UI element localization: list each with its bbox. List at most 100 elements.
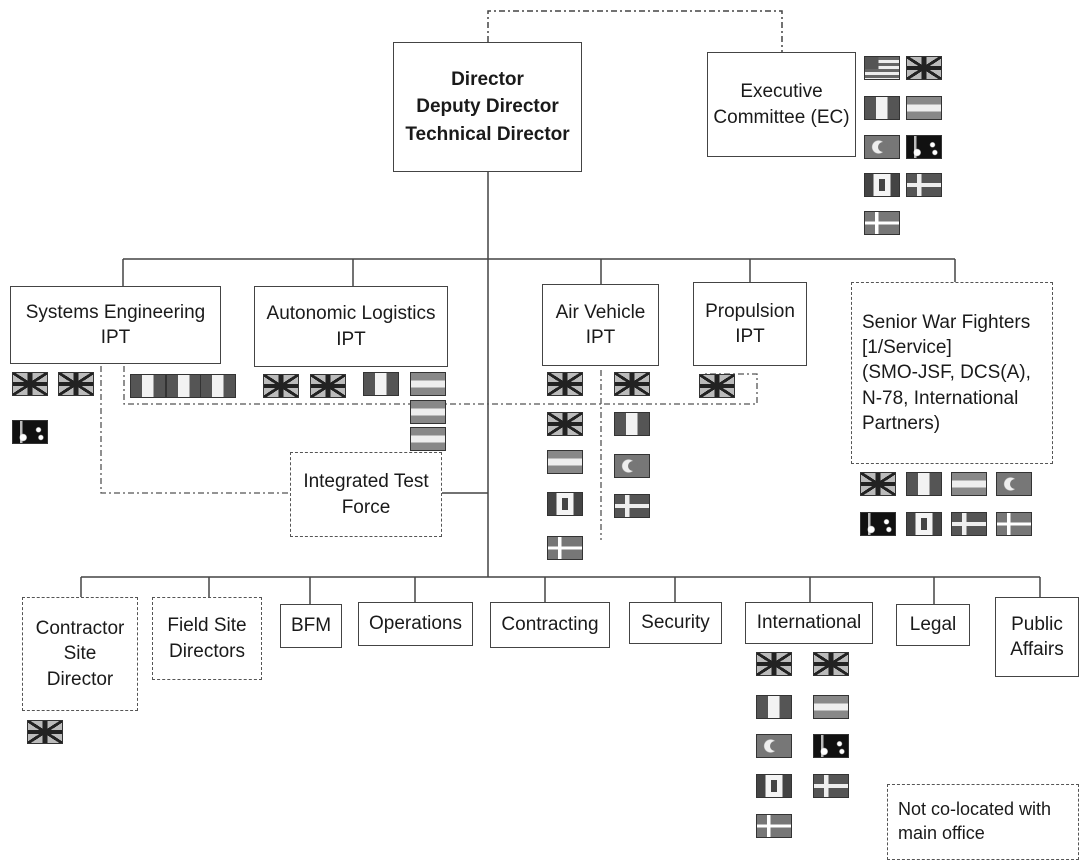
se-label-line-1: Systems Engineering (25, 301, 206, 323)
legend-line-2: main office (898, 823, 985, 843)
uk-flag-icon (614, 372, 650, 396)
senior-war-fighters-box: Senior War Fighters [1/Service] (SMO-JSF… (851, 282, 1053, 464)
us-flag-icon (864, 56, 900, 80)
uk-flag-icon (263, 374, 299, 398)
netherlands-flag-icon (410, 427, 446, 451)
pa-label-line-1: Public (1011, 613, 1063, 635)
swf-label-line-2: [1/Service] (862, 337, 952, 359)
contracting-label: Contracting (501, 614, 599, 636)
international-label: International (756, 612, 862, 634)
uk-flag-icon (547, 412, 583, 436)
australia-flag-icon (12, 420, 48, 444)
uk-flag-icon (906, 56, 942, 80)
norway-flag-icon (906, 173, 942, 197)
legend-not-co-located: Not co-located with main office (887, 784, 1079, 860)
field-site-directors-box: Field Site Directors (152, 597, 262, 680)
operations-label: Operations (369, 613, 462, 635)
australia-flag-icon (906, 135, 942, 159)
denmark-flag-icon (756, 814, 792, 838)
italy-flag-icon (864, 96, 900, 120)
uk-flag-icon (58, 372, 94, 396)
se-itf-dotted-link (100, 366, 290, 494)
italy-flag-icon (756, 695, 792, 719)
security-label: Security (641, 612, 710, 634)
canada-flag-icon (906, 512, 942, 536)
al-label-line-1: Autonomic Logistics (266, 303, 436, 325)
norway-flag-icon (951, 512, 987, 536)
denmark-flag-icon (864, 211, 900, 235)
uk-flag-icon (699, 374, 735, 398)
csd-label-line-2: Site (63, 643, 97, 665)
av-label-line-1: Air Vehicle (555, 301, 646, 323)
uk-flag-icon (27, 720, 63, 744)
uk-flag-icon (860, 472, 896, 496)
security-box: Security (629, 602, 722, 644)
swf-label-line-1: Senior War Fighters (862, 312, 1031, 334)
executive-committee-box: Executive Committee (EC) (707, 52, 856, 157)
prop-label-line-1: Propulsion (705, 300, 795, 322)
bfm-box: BFM (280, 604, 342, 648)
csd-label-line-1: Contractor (35, 618, 125, 640)
italy-flag-icon (614, 412, 650, 436)
swf-label-line-5: Partners) (862, 412, 941, 434)
denmark-flag-icon (996, 512, 1032, 536)
italy-flag-icon (363, 372, 399, 396)
propulsion-ipt-box: Propulsion IPT (693, 282, 807, 366)
integrated-test-force-box: Integrated Test Force (290, 452, 442, 537)
denmark-flag-icon (547, 536, 583, 560)
systems-engineering-ipt-box: Systems Engineering IPT (10, 286, 221, 364)
uk-flag-icon (310, 374, 346, 398)
netherlands-flag-icon (951, 472, 987, 496)
turkey-flag-icon (864, 135, 900, 159)
turkey-flag-icon (756, 734, 792, 758)
public-affairs-box: Public Affairs (995, 597, 1079, 677)
canada-flag-icon (756, 774, 792, 798)
ipt-flag-dotted-bracket (123, 366, 758, 405)
contractor-site-director-box: Contractor Site Director (22, 597, 138, 711)
director-box: Director Deputy Director Technical Direc… (393, 42, 582, 172)
norway-flag-icon (813, 774, 849, 798)
italy-flag-icon (906, 472, 942, 496)
italy-flag-icon (166, 374, 202, 398)
italy-flag-icon (130, 374, 166, 398)
australia-flag-icon (860, 512, 896, 536)
netherlands-flag-icon (813, 695, 849, 719)
csd-label-line-3: Director (46, 668, 114, 690)
legal-label: Legal (909, 614, 957, 636)
itf-label-line-1: Integrated Test (303, 471, 429, 493)
netherlands-flag-icon (410, 400, 446, 424)
fsd-label-line-1: Field Site (167, 615, 247, 637)
contracting-box: Contracting (490, 602, 610, 648)
uk-flag-icon (12, 372, 48, 396)
operations-box: Operations (358, 602, 473, 646)
swf-label-line-4: N-78, International (862, 387, 1019, 409)
director-ec-dotted-link (487, 10, 783, 52)
legend-line-1: Not co-located with (898, 799, 1052, 820)
itf-label-line-2: Force (341, 496, 391, 518)
autonomic-logistics-ipt-box: Autonomic Logistics IPT (254, 286, 448, 367)
technical-director-title: Technical Director (405, 123, 570, 145)
deputy-director-title: Deputy Director (416, 96, 559, 118)
prop-label-line-2: IPT (735, 326, 765, 347)
uk-flag-icon (813, 652, 849, 676)
al-label-line-2: IPT (336, 328, 366, 350)
air-vehicle-ipt-box: Air Vehicle IPT (542, 284, 659, 366)
norway-flag-icon (614, 494, 650, 518)
director-title: Director (451, 68, 524, 90)
international-box: International (745, 602, 873, 644)
legal-box: Legal (896, 604, 970, 646)
netherlands-flag-icon (906, 96, 942, 120)
canada-flag-icon (547, 492, 583, 516)
fsd-label-line-2: Directors (168, 640, 245, 662)
canada-flag-icon (864, 173, 900, 197)
australia-flag-icon (813, 734, 849, 758)
uk-flag-icon (756, 652, 792, 676)
turkey-flag-icon (614, 454, 650, 478)
netherlands-flag-icon (410, 372, 446, 396)
pa-label-line-2: Affairs (1010, 639, 1064, 660)
uk-flag-icon (547, 372, 583, 396)
se-label-line-2: IPT (100, 327, 131, 348)
swf-label-line-3: (SMO-JSF, DCS(A), (862, 362, 1031, 384)
italy-flag-icon (200, 374, 236, 398)
